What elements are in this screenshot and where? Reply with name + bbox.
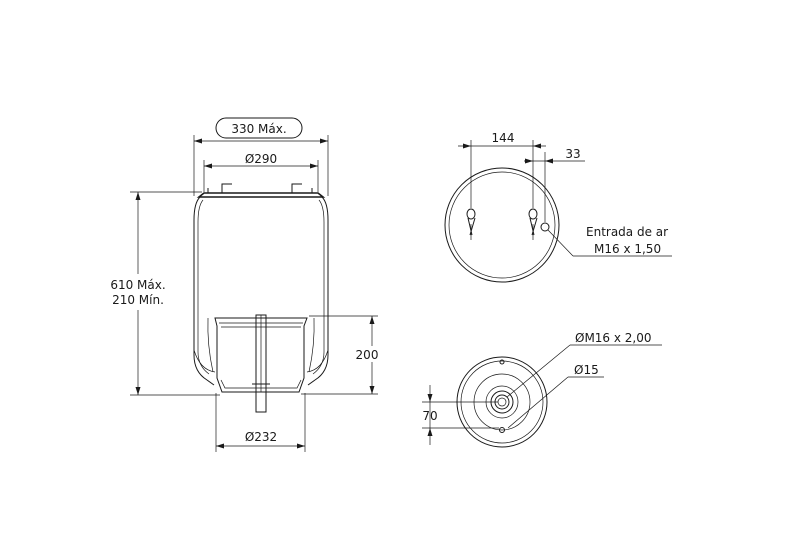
dim-label-144: 144 (492, 131, 515, 145)
piston (214, 317, 308, 393)
bellows-outer (193, 196, 215, 386)
air-inlet-label: Entrada de ar (586, 225, 668, 239)
dim-label-232: Ø232 (245, 430, 277, 444)
stud-clip-right-icon (528, 208, 538, 240)
air-inlet-leader (547, 229, 574, 257)
dim-label-70: 70 (422, 409, 437, 423)
top-view-outer-circle (444, 167, 560, 283)
dim-label-290: Ø290 (245, 152, 277, 166)
dim-label-height-max: 610 Máx. (110, 278, 165, 292)
stud-clip-left-icon (466, 208, 476, 240)
dim-box-330 (215, 117, 303, 139)
air-inlet-thread: M16 x 1,50 (594, 242, 661, 256)
dim-label-330: 330 Máx. (231, 122, 286, 136)
bottom-view: ØM16 x 2,00 Ø15 70 (422, 331, 662, 448)
thread-leader (506, 344, 571, 398)
bottom-stud (255, 392, 267, 413)
air-inlet-circle (540, 222, 550, 232)
hole-leader (507, 376, 569, 429)
bottom-thread-label: ØM16 x 2,00 (575, 331, 652, 345)
top-stud-right (291, 183, 302, 193)
top-view: Entrada de ar M16 x 1,50 144 33 (444, 131, 672, 283)
top-plate (196, 192, 326, 198)
bottom-hole-label: Ø15 (574, 363, 599, 377)
bellows-inner (197, 199, 210, 375)
top-view-inner-circle (448, 171, 556, 279)
top-stud-left (221, 183, 232, 193)
dim-label-height-min: 210 Mín. (112, 293, 164, 307)
bottom-view-marker (499, 359, 505, 365)
side-view: 330 Máx. Ø290 610 Máx. 210 Mín. 200 Ø232 (104, 117, 380, 452)
dim-label-33: 33 (565, 147, 580, 161)
bottom-view-marker (499, 427, 505, 433)
dim-label-200: 200 (356, 348, 379, 362)
bottom-view-hole (497, 397, 507, 407)
